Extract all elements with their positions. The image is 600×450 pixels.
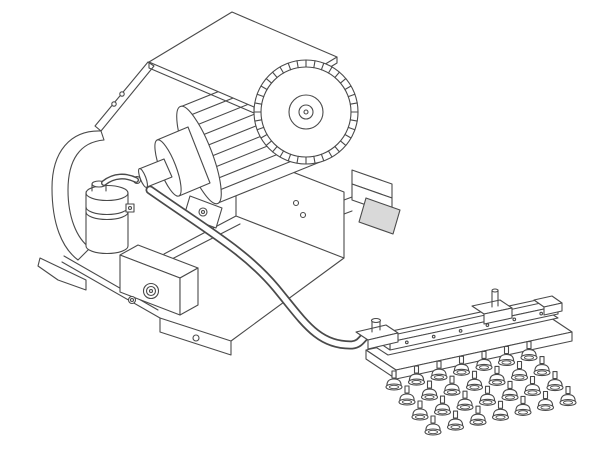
motor-fin xyxy=(339,78,347,84)
barb-fitting-bore xyxy=(129,297,135,303)
motor-fin xyxy=(344,133,352,139)
screw-head xyxy=(119,91,125,97)
mounting-bracket xyxy=(343,169,401,235)
hose-connector-front xyxy=(367,332,399,350)
bracket-top-band xyxy=(94,61,155,132)
motor-fin xyxy=(279,150,285,158)
motor-fin xyxy=(260,85,268,91)
motor-fin xyxy=(320,153,325,162)
motor-center xyxy=(303,109,309,115)
bracket-foot xyxy=(37,257,87,291)
canister-body xyxy=(85,192,129,255)
clamp-screw xyxy=(127,205,133,211)
motor-fin xyxy=(256,93,265,98)
rail-detail-line xyxy=(383,300,551,338)
vacuum-hose xyxy=(145,185,375,350)
hose-body xyxy=(147,187,373,348)
shaded-flap xyxy=(358,197,401,235)
motor-fin xyxy=(254,102,263,105)
motor-fin xyxy=(287,153,292,162)
box-right-face xyxy=(179,267,199,316)
filter-canister xyxy=(85,173,139,255)
connector-stub-top xyxy=(370,317,382,324)
motor-fin xyxy=(349,102,358,105)
bracket-c-band xyxy=(51,130,105,261)
barb-fitting xyxy=(127,295,137,305)
power-connector-pin xyxy=(148,288,154,294)
motor-fin xyxy=(313,155,316,164)
motor-fin xyxy=(287,62,292,71)
end-block-front xyxy=(543,302,563,316)
motor-fin xyxy=(272,71,278,79)
pump-head xyxy=(132,126,223,229)
motor-fin xyxy=(347,126,356,131)
frame-hole xyxy=(292,199,300,207)
rail-hole xyxy=(512,317,517,322)
motor-radial-fins xyxy=(253,59,359,165)
motor-fin xyxy=(339,140,347,146)
rail-hole xyxy=(539,311,544,316)
motor-face-outer xyxy=(253,59,359,165)
canister-top xyxy=(85,184,129,202)
motor-fin xyxy=(256,126,265,131)
control-box xyxy=(119,244,199,316)
motor-fin xyxy=(260,133,268,139)
guide-pin-top xyxy=(491,288,499,293)
motor-fin xyxy=(265,78,273,84)
motor-fin xyxy=(334,71,340,79)
motor-fin xyxy=(327,150,333,158)
bracket-link xyxy=(343,196,353,215)
motor-fin xyxy=(254,119,263,122)
motor-fin xyxy=(296,155,299,164)
motor-fin xyxy=(272,145,278,153)
motor-fin xyxy=(327,66,333,74)
motor-fin xyxy=(320,62,325,71)
rail-hole xyxy=(458,329,463,333)
screw-head xyxy=(111,101,117,107)
motor-fin xyxy=(296,60,299,69)
motor-fin xyxy=(279,66,285,74)
power-connector-inner xyxy=(145,285,157,297)
motor-fan-face xyxy=(253,59,359,165)
motor-fin xyxy=(313,60,316,69)
motor-fin xyxy=(347,93,356,98)
elbow-hose xyxy=(102,175,138,185)
rail-hole xyxy=(404,340,409,345)
motor-fin xyxy=(349,119,358,122)
crank-bolt-center xyxy=(200,209,206,215)
motor-hub xyxy=(288,94,324,130)
flange-hole xyxy=(192,334,200,342)
guide-pin xyxy=(491,289,499,308)
crank-bolt xyxy=(198,207,208,217)
power-connector xyxy=(142,282,160,300)
frame-brace xyxy=(163,215,241,262)
motor-shaft-boss xyxy=(298,104,314,120)
slider-block-front xyxy=(483,307,513,325)
motor-fin xyxy=(344,85,352,91)
suction-gripper xyxy=(355,288,577,436)
clamp-screw-block xyxy=(125,203,135,213)
rail-hole xyxy=(431,334,436,339)
left-frame-bracket xyxy=(37,61,155,291)
motor-fin xyxy=(265,140,273,146)
motor-fin xyxy=(334,145,340,153)
frame-hole xyxy=(299,211,307,219)
